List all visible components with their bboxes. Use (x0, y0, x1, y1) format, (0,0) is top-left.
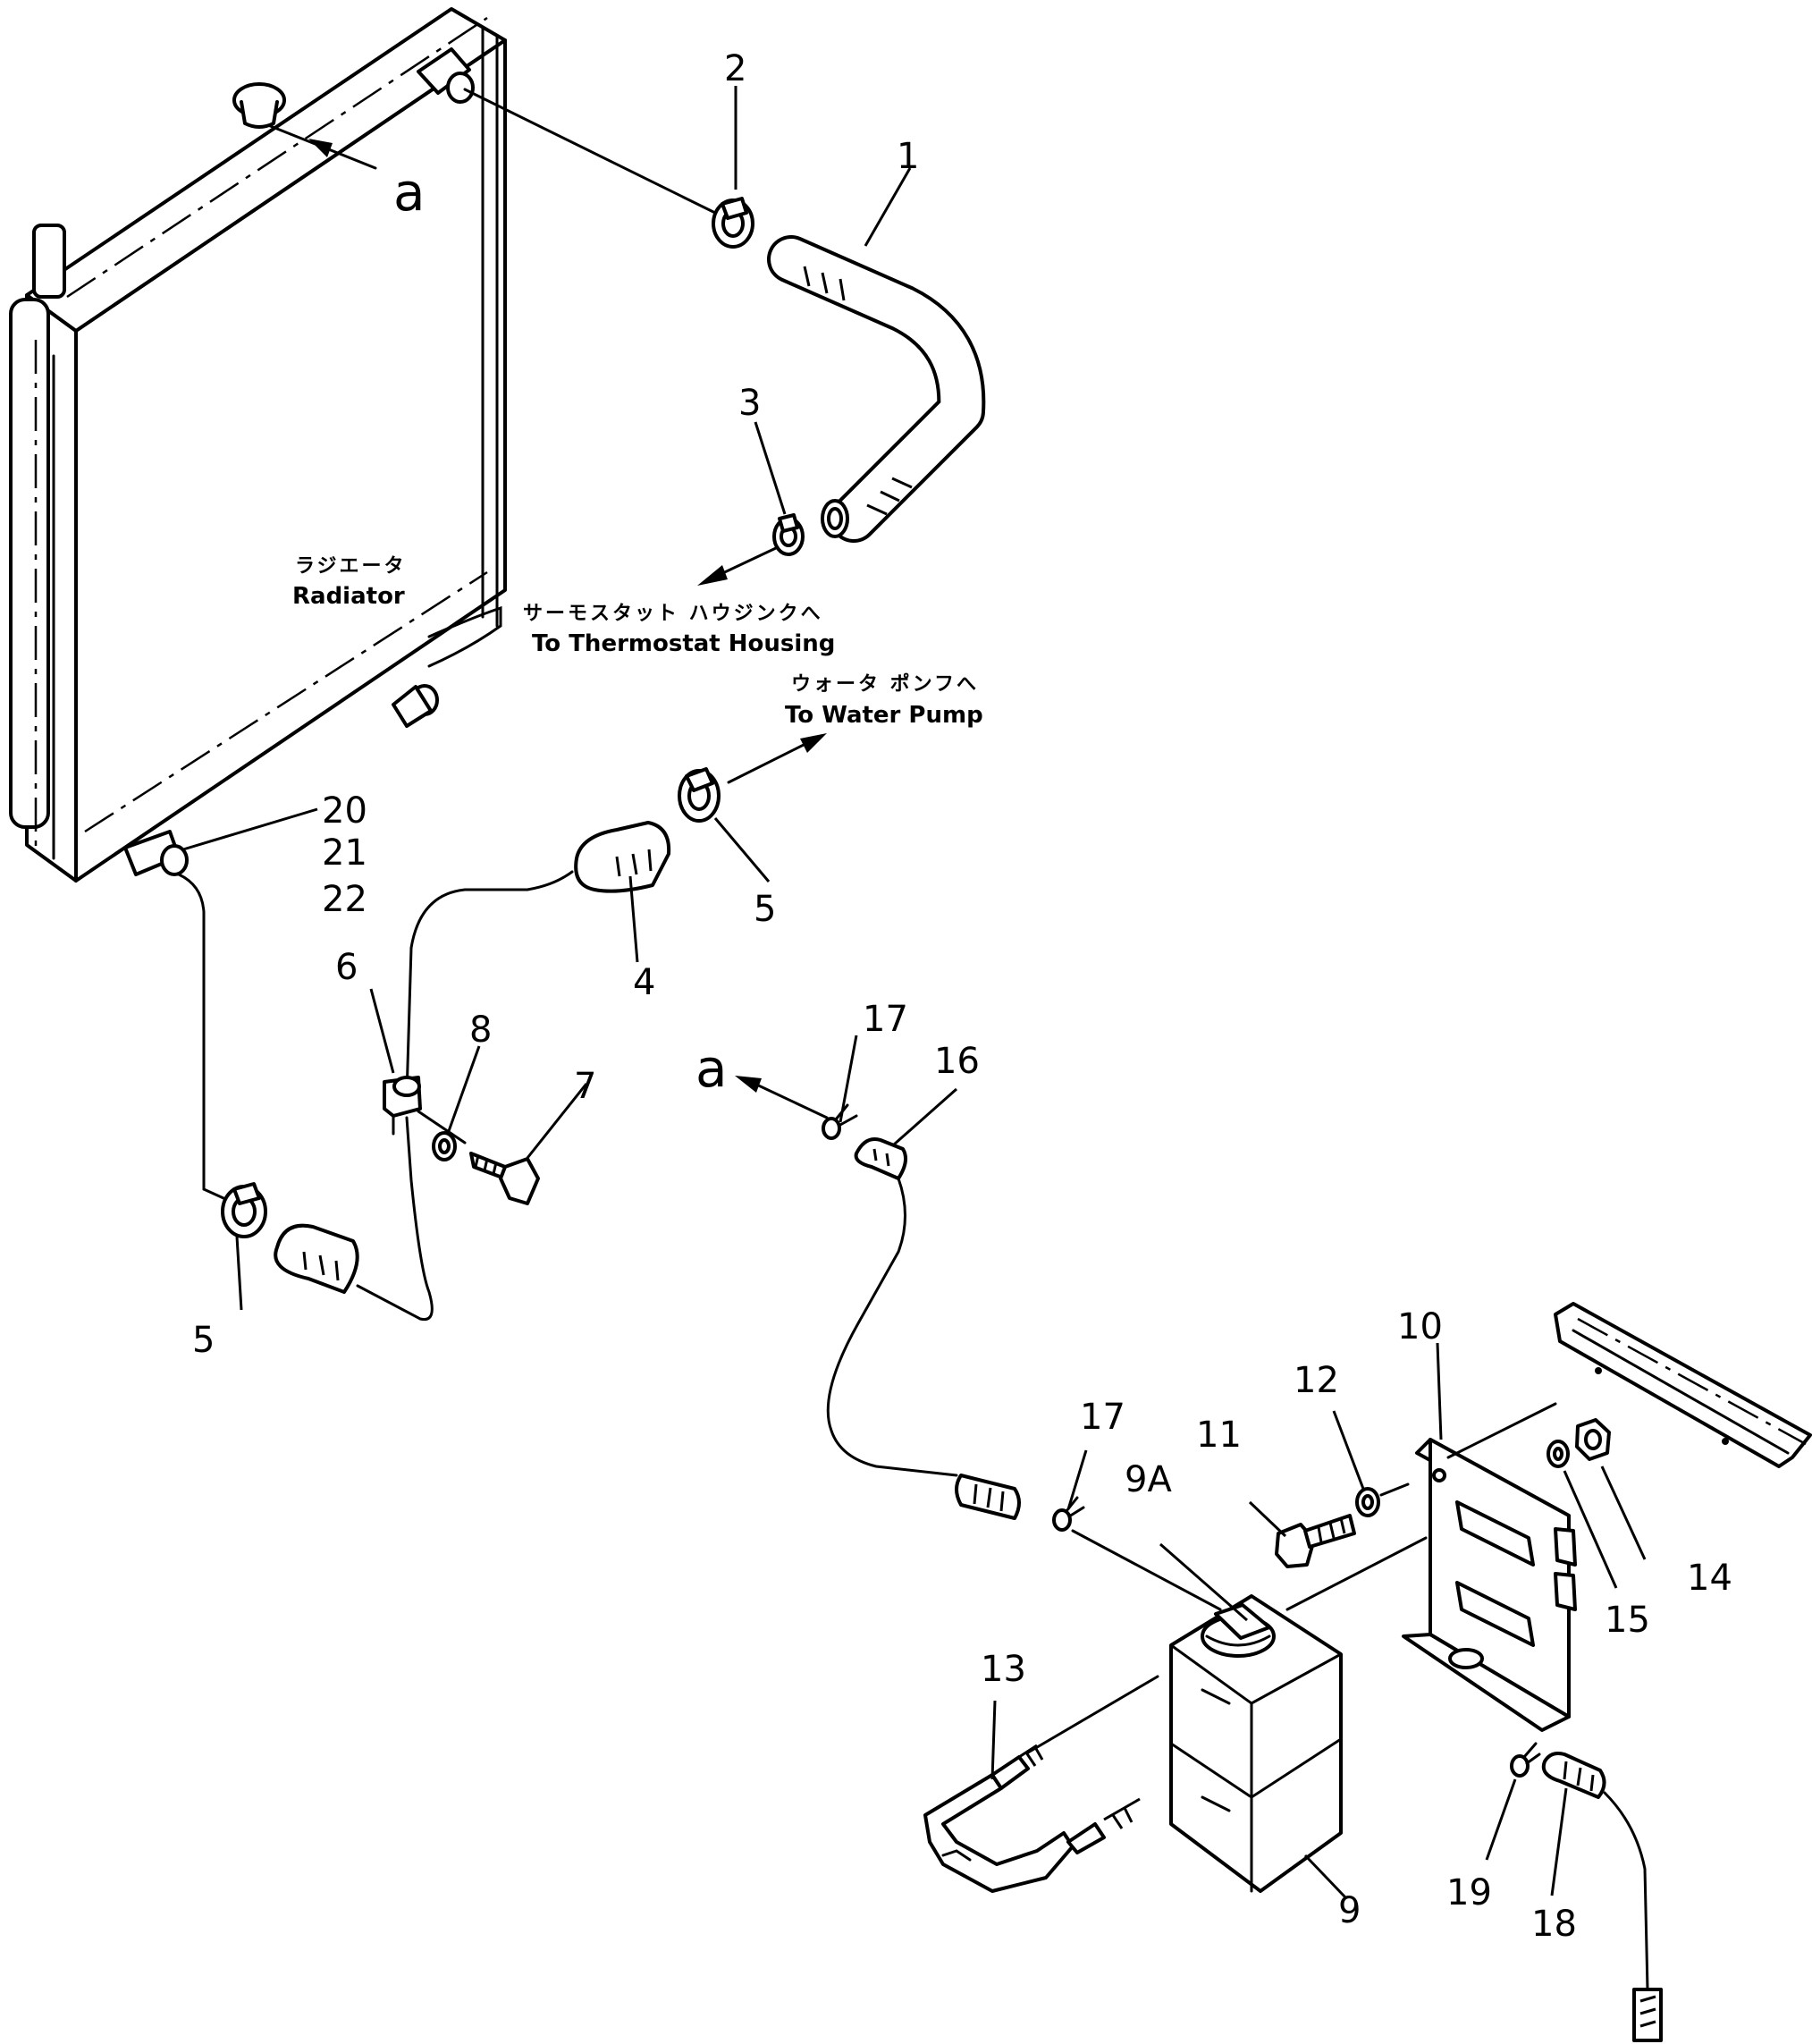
clip-17-upper (822, 1103, 858, 1140)
part-number-12: 12 (1294, 1360, 1339, 1401)
frame-angle (1554, 1302, 1812, 1468)
washer-15 (1547, 1440, 1570, 1468)
hose-4 (574, 821, 671, 893)
upper-hose (767, 235, 986, 543)
part-number-11: 11 (1196, 1415, 1242, 1456)
part-number-14: 14 (1687, 1558, 1732, 1599)
lower-hose (274, 1223, 359, 1294)
part-number-17-lower: 17 (1080, 1397, 1125, 1438)
part-number-5-upper: 5 (754, 889, 776, 930)
part-number-8: 8 (469, 1009, 492, 1051)
part-number-17-upper: 17 (863, 999, 908, 1040)
hose-clamp-2 (712, 197, 754, 249)
part-number-22: 22 (322, 879, 367, 920)
part-number-4: 4 (633, 962, 655, 1003)
washer-12 (1355, 1487, 1380, 1517)
clip-17-lower (1052, 1496, 1085, 1532)
arrow-to-water-pump (800, 733, 827, 753)
drain-outlet (123, 830, 189, 876)
bolt-7 (469, 1152, 540, 1205)
part-number-5-lower: 5 (192, 1320, 215, 1361)
hose-clamp-3 (772, 513, 805, 556)
waterpump-label-en: To Water Pump (785, 702, 983, 729)
thermostat-label-en: To Thermostat Housing (532, 630, 835, 657)
arrow-to-thermostat (697, 565, 728, 586)
part-number-19: 19 (1446, 1872, 1492, 1913)
nut-14 (1575, 1418, 1611, 1461)
reserve-tank (1169, 1594, 1343, 1893)
tube-end-17 (955, 1474, 1021, 1520)
ref-a-top: a (393, 162, 426, 223)
part-number-7: 7 (574, 1066, 596, 1107)
mounting-bracket-10 (1402, 1438, 1577, 1732)
tube-16 (854, 1137, 908, 1180)
part-number-6: 6 (335, 947, 358, 988)
part-number-10: 10 (1397, 1306, 1443, 1347)
radiator-label-en: Radiator (292, 583, 405, 610)
tank-cap-9a (1201, 1603, 1276, 1658)
radiator (9, 7, 507, 883)
part-number-20: 20 (322, 790, 367, 832)
ref-arrow-a-top (289, 132, 377, 170)
washer-8 (432, 1131, 457, 1161)
upper-outlet (417, 47, 475, 104)
arrow-a-lower (735, 1076, 829, 1119)
part-number-9a: 9A (1125, 1459, 1172, 1500)
part-number-21: 21 (322, 832, 367, 874)
part-number-13: 13 (981, 1649, 1026, 1690)
part-number-3: 3 (738, 383, 761, 424)
ref-a-bottom: a (695, 1038, 728, 1099)
leader-lines (182, 86, 1647, 1899)
side-outlet (392, 605, 502, 728)
clip-6 (383, 1076, 422, 1136)
part-number-16: 16 (934, 1041, 980, 1082)
hose-clamp-5-lower (221, 1182, 267, 1238)
thermostat-label-jp: サーモスタット ハウジンクへ (523, 603, 823, 625)
overflow-hose-18 (1510, 1742, 1663, 2042)
radiator-label-jp: ラジエータ (295, 555, 407, 578)
hose-clamp-5-upper (678, 767, 721, 823)
part-number-18: 18 (1531, 1904, 1577, 1945)
tank-band-13 (923, 1744, 1141, 1893)
waterpump-label-jp: ウォータ ポンフへ (791, 672, 979, 696)
bolt-11 (1275, 1514, 1356, 1568)
part-number-9: 9 (1338, 1890, 1361, 1931)
part-number-2: 2 (724, 48, 746, 89)
radiator-cap (232, 82, 292, 136)
part-number-15: 15 (1605, 1600, 1650, 1641)
part-number-1: 1 (897, 136, 919, 177)
